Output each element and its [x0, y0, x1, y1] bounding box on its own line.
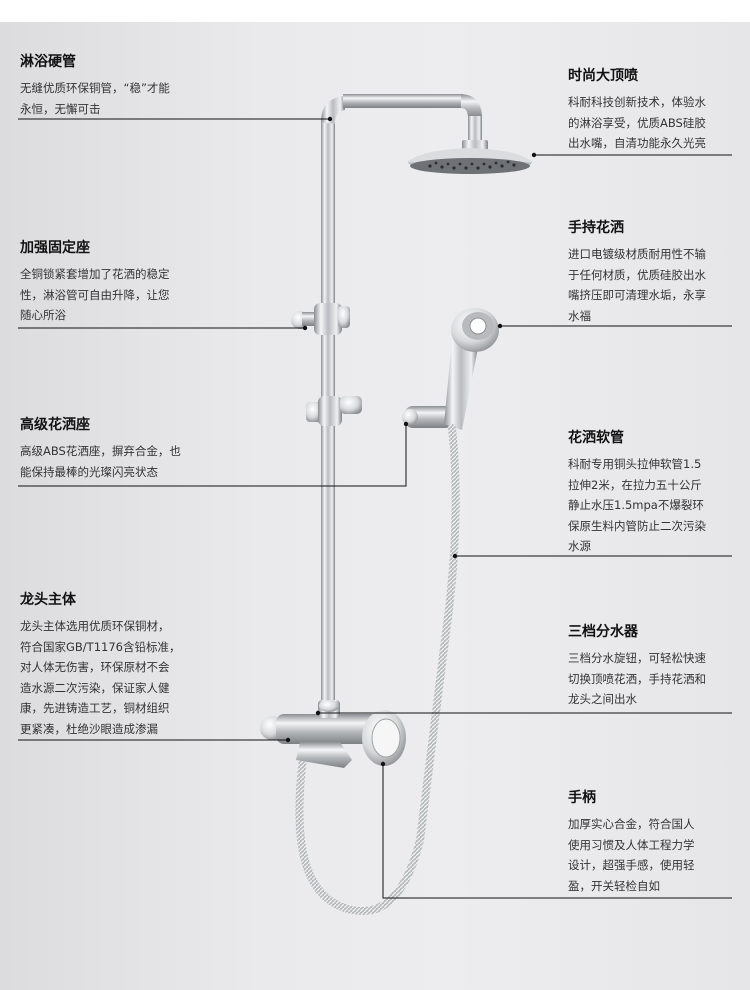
callout-title: 龙头主体 — [20, 592, 76, 608]
callout-desc: 无缝优质环保铜管，“稳”才能 永恒，无懈可击 — [20, 81, 170, 116]
callout-title: 花洒软管 — [568, 430, 624, 446]
shower-hose — [295, 424, 460, 916]
overhead-shower-head — [408, 148, 532, 174]
callout-desc: 科耐专用铜头拉伸软管1.5 拉伸2米，在拉力五十公斤 静止水压1.5mpa不爆裂… — [568, 457, 706, 553]
callout-shower-pipe: 淋浴硬管 无缝优质环保铜管，“稳”才能 永恒，无懈可击 — [20, 52, 170, 119]
callout-title: 时尚大顶喷 — [568, 68, 638, 84]
callout-overhead-shower: 时尚大顶喷 科耐科技创新技术，体验水 的淋浴享受，优质ABS硅胶 出水嘴，自清功… — [568, 66, 706, 154]
leader-dots — [285, 116, 537, 767]
callout-desc: 科耐科技创新技术，体验水 的淋浴享受，优质ABS硅胶 出水嘴，自清功能永久光亮 — [568, 95, 706, 150]
callout-title: 高级花洒座 — [20, 417, 90, 433]
callout-title: 加强固定座 — [20, 240, 90, 256]
wall-bracket — [291, 303, 350, 335]
leader-lines — [18, 118, 732, 899]
callout-desc: 全铜锁紧套增加了花洒的稳定 性，淋浴管可自由升降，让您 随心所浴 — [20, 267, 170, 322]
callout-title: 淋浴硬管 — [20, 54, 76, 70]
callout-hand-shower: 手持花洒 进口电镀级材质耐用性不输 于任何材质，优质硅胶出水 嘴挤压即可清理水垢… — [568, 218, 706, 326]
top-white-strip — [0, 0, 750, 22]
callout-desc: 三档分水旋钮，可轻松快速 切换顶喷花洒，手持花洒和 龙头之间出水 — [568, 651, 706, 706]
callout-desc: 龙头主体选用优质环保铜材， 符合国家GB/T1176含铅标准， 对人体无伤害，环… — [20, 619, 181, 736]
callout-desc: 加厚实心合金，符合国人 使用习惯及人体工程力学 设计，超强手感，使用轻 盈，开关… — [568, 817, 695, 893]
hand-shower-holder — [402, 406, 454, 428]
callout-diverter: 三档分水器 三档分水旋钮，可轻松快速 切换顶喷花洒，手持花洒和 龙头之间出水 — [568, 622, 706, 710]
callout-title: 手持花洒 — [568, 220, 624, 236]
faucet-body — [260, 700, 406, 768]
callout-desc: 进口电镀级材质耐用性不输 于任何材质，优质硅胶出水 嘴挤压即可清理水垢，永享 水… — [568, 247, 706, 323]
callout-hose: 花洒软管 科耐专用铜头拉伸软管1.5 拉伸2米，在拉力五十公斤 静止水压1.5m… — [568, 428, 706, 557]
slide-holder — [306, 396, 362, 426]
hand-shower — [444, 308, 499, 430]
callout-title: 手柄 — [568, 790, 596, 806]
callout-title: 三档分水器 — [568, 624, 638, 640]
callout-faucet-body: 龙头主体 龙头主体选用优质环保铜材， 符合国家GB/T1176含铅标准， 对人体… — [20, 590, 180, 739]
callout-holder: 高级花洒座 高级ABS花洒座，摒弃合金，也 能保持最棒的光璨闪亮状态 — [20, 415, 181, 482]
callout-desc: 高级ABS花洒座，摒弃合金，也 能保持最棒的光璨闪亮状态 — [20, 444, 181, 479]
callout-bracket: 加强固定座 全铜锁紧套增加了花洒的稳定 性，淋浴管可自由升降，让您 随心所浴 — [20, 238, 170, 326]
callout-handle: 手柄 加厚实心合金，符合国人 使用习惯及人体工程力学 设计，超强手感，使用轻 盈… — [568, 788, 695, 896]
